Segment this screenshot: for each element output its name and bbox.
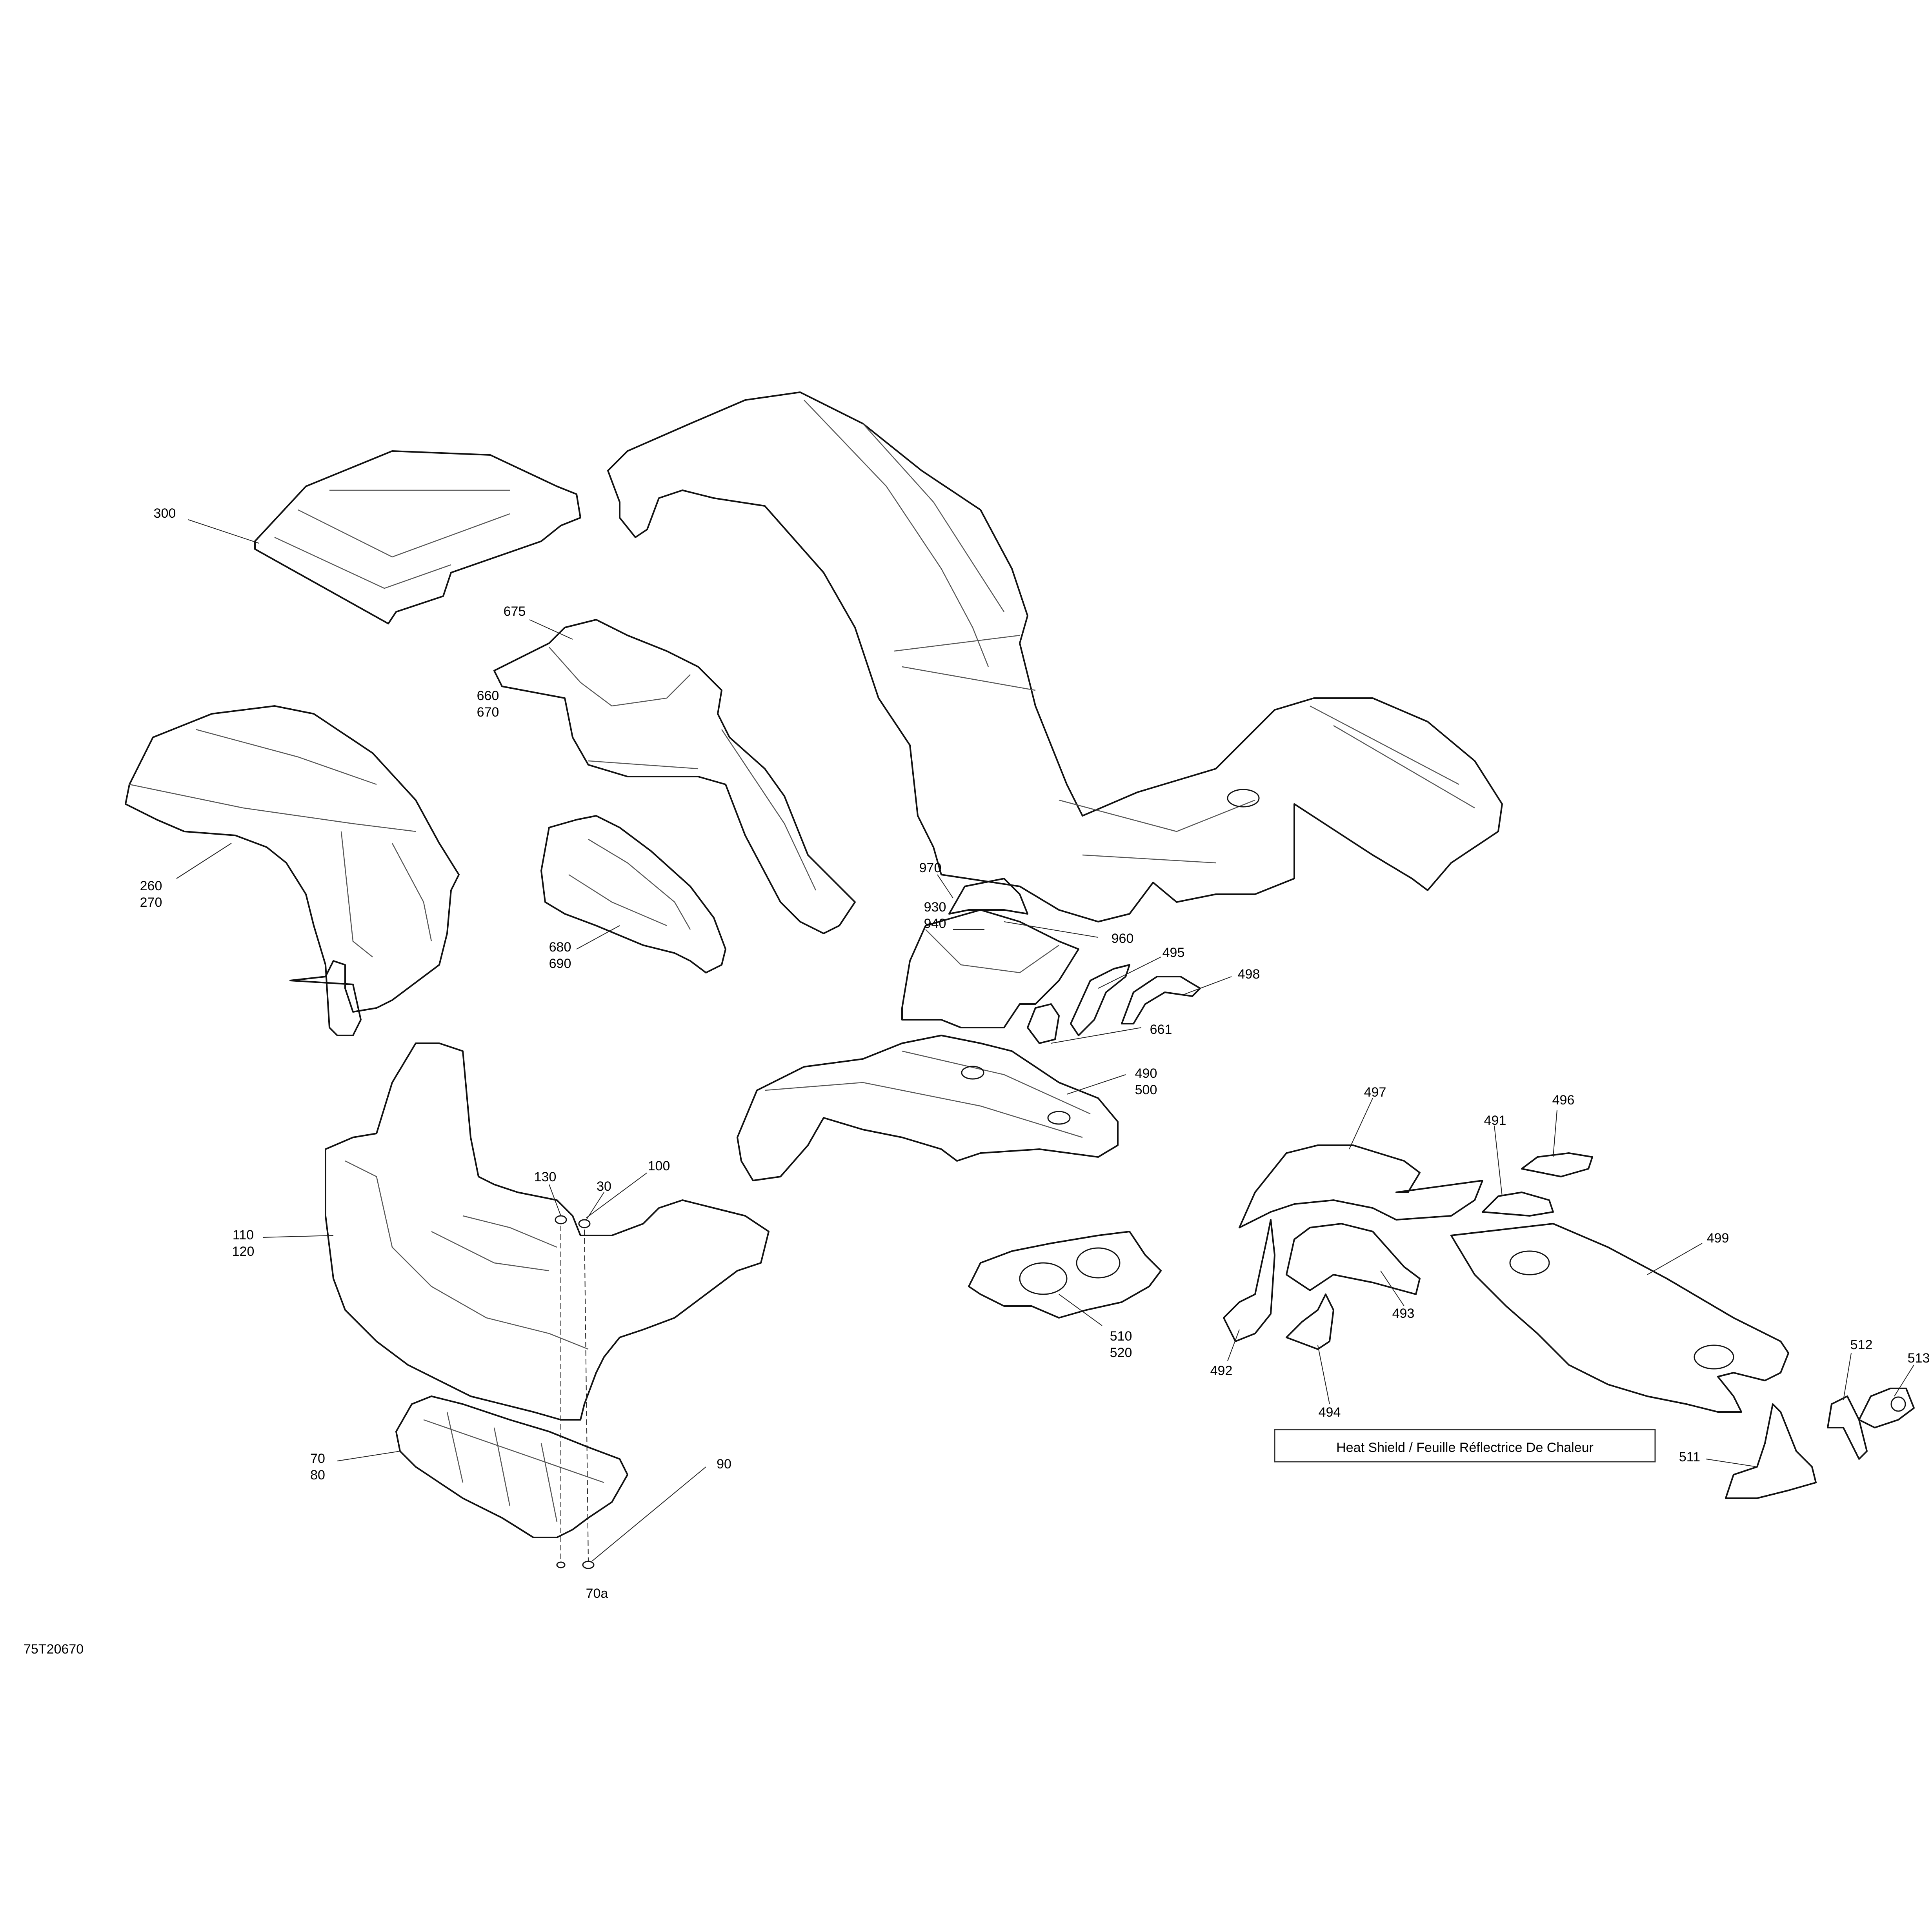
part-497-drawing <box>1239 1144 1483 1228</box>
callout-491: 491 <box>1484 1113 1506 1128</box>
leader-675 <box>529 619 573 640</box>
callout-499: 499 <box>1707 1231 1729 1246</box>
callout-496: 496 <box>1552 1093 1575 1108</box>
callout-30: 30 <box>597 1179 611 1194</box>
leader-110 <box>262 1235 334 1238</box>
alignment-line-30 <box>584 1229 589 1561</box>
callout-960: 960 <box>1112 931 1134 946</box>
leader-130 <box>549 1184 561 1216</box>
part-970-drawing <box>948 878 1028 915</box>
callout-493: 493 <box>1392 1306 1415 1321</box>
leader-260 <box>176 843 232 879</box>
leader-90 <box>592 1466 706 1561</box>
leader-499 <box>1647 1243 1703 1275</box>
callout-512: 512 <box>1850 1337 1873 1352</box>
part-513-drawing <box>1858 1388 1915 1428</box>
leader-100 <box>586 1172 648 1218</box>
part-490-drawing <box>737 1035 1119 1181</box>
callout-492: 492 <box>1210 1363 1233 1378</box>
heat-shield-caption-box <box>1274 1429 1656 1463</box>
hardware-drawing <box>555 1215 595 1569</box>
part-496-drawing <box>1521 1152 1593 1177</box>
leader-493 <box>1380 1270 1404 1306</box>
leader-970 <box>937 874 953 899</box>
leader-497 <box>1349 1098 1373 1150</box>
part-492-drawing <box>1223 1219 1275 1342</box>
part-110-drawing <box>325 1042 770 1421</box>
leader-495 <box>1098 957 1161 989</box>
leader-513 <box>1894 1364 1914 1397</box>
callout-497: 497 <box>1364 1085 1386 1100</box>
leader-960 <box>1004 921 1099 938</box>
part-491-drawing <box>1482 1192 1554 1217</box>
leader-491 <box>1494 1125 1503 1197</box>
callout-70a: 70a <box>586 1586 608 1601</box>
callout-675: 675 <box>504 604 526 619</box>
part-660-drawing <box>493 619 856 934</box>
callout-494: 494 <box>1319 1405 1341 1420</box>
part-511-drawing <box>1725 1403 1817 1499</box>
part-70-drawing <box>395 1395 628 1538</box>
leader-498 <box>1184 976 1232 995</box>
leader-661 <box>1051 1027 1142 1044</box>
leader-494 <box>1317 1345 1330 1404</box>
callout-90: 90 <box>717 1457 731 1472</box>
main-body-drawing <box>607 391 1503 922</box>
figure-code: 75T20670 <box>24 1642 84 1657</box>
leader-496 <box>1553 1110 1557 1157</box>
leader-510 <box>1059 1294 1102 1326</box>
callout-511: 511 <box>1679 1450 1700 1464</box>
callout-100: 100 <box>648 1159 670 1173</box>
leader-680 <box>576 925 620 950</box>
part-493-drawing <box>1286 1223 1421 1295</box>
part-300-drawing <box>254 450 581 624</box>
callout-300: 300 <box>154 506 176 521</box>
callout-495: 495 <box>1162 945 1185 960</box>
part-680-drawing <box>540 815 726 973</box>
part-512-drawing <box>1827 1395 1868 1460</box>
leader-511 <box>1706 1459 1757 1467</box>
leader-490 <box>1066 1074 1126 1095</box>
part-498-drawing <box>1121 976 1201 1024</box>
callout-513: 513 <box>1908 1351 1930 1366</box>
part-510-drawing <box>968 1231 1162 1319</box>
leader-512 <box>1843 1353 1852 1401</box>
part-494-drawing <box>1286 1293 1334 1350</box>
leader-70 <box>337 1451 400 1461</box>
part-495-drawing <box>1070 964 1130 1036</box>
leader-lines <box>176 519 1914 1561</box>
leader-300 <box>188 519 259 544</box>
part-661-drawing <box>1027 1003 1060 1044</box>
callout-498: 498 <box>1238 967 1260 982</box>
part-260-drawing <box>125 705 460 1036</box>
part-930-drawing <box>901 909 1079 1028</box>
callout-970: 970 <box>919 860 942 875</box>
callout-661: 661 <box>1150 1022 1172 1037</box>
heat-shield-caption: Heat Shield / Feuille Réflectrice De Cha… <box>1336 1440 1594 1455</box>
part-499-drawing <box>1450 1223 1789 1413</box>
leader-492 <box>1227 1329 1240 1361</box>
callout-130: 130 <box>534 1170 557 1184</box>
